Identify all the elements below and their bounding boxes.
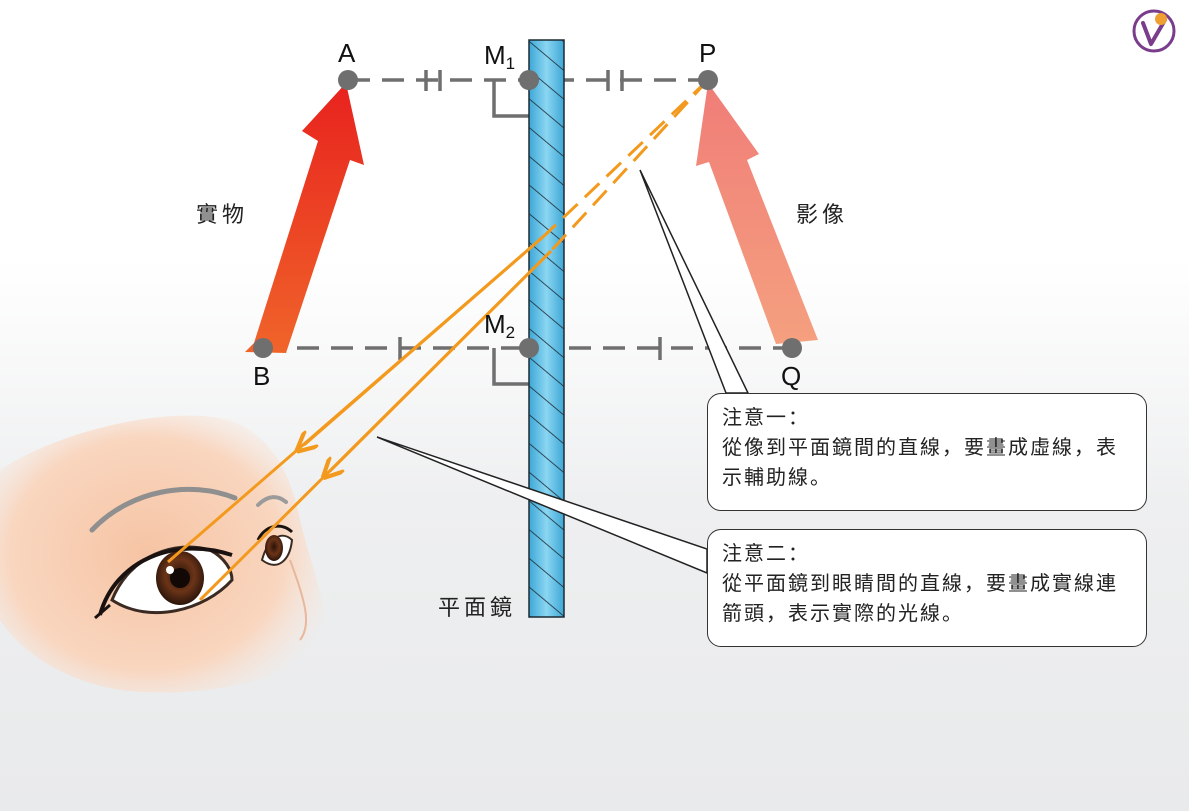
point-a [338,70,358,90]
point-p [698,70,718,90]
point-m1 [519,70,539,90]
label-m1: M1 [484,40,515,73]
label-image: 影像 [796,203,848,228]
label-m2: M2 [484,309,515,342]
point-b [253,338,273,358]
eyebrow-right [256,495,288,507]
note-one-title: 注意一： [722,405,810,429]
image-arrow [696,83,818,344]
point-m2 [519,338,539,358]
light-rays [167,78,710,602]
callout-pointers [376,169,750,575]
eye-right-icon [256,524,294,566]
note-two-body: 從平面鏡到眼睛間的直線，要畫成實線連箭頭，表示實際的光線。 [722,571,1118,625]
label-b: B [253,361,270,391]
point-q [782,338,802,358]
note-two: 注意二： 從平面鏡到眼睛間的直線，要畫成實線連箭頭，表示實際的光線。 [707,529,1147,647]
label-object: 實物 [196,203,248,228]
object-arrow [245,83,364,353]
plane-mirror [528,39,565,618]
eyebrow-left [89,486,238,533]
note-one-body: 從像到平面鏡間的直線，要畫成虛線，表示輔助線。 [722,435,1118,489]
logo-icon [1132,9,1176,53]
nose-line [289,559,307,641]
face-illustration [0,415,326,693]
label-q: Q [781,361,801,391]
label-a: A [338,38,356,68]
label-mirror: 平面鏡 [438,596,516,621]
label-p: P [699,38,716,68]
points [253,70,802,358]
note-one: 注意一： 從像到平面鏡間的直線，要畫成虛線，表示輔助線。 [707,393,1147,511]
note-two-title: 注意二： [722,541,810,565]
